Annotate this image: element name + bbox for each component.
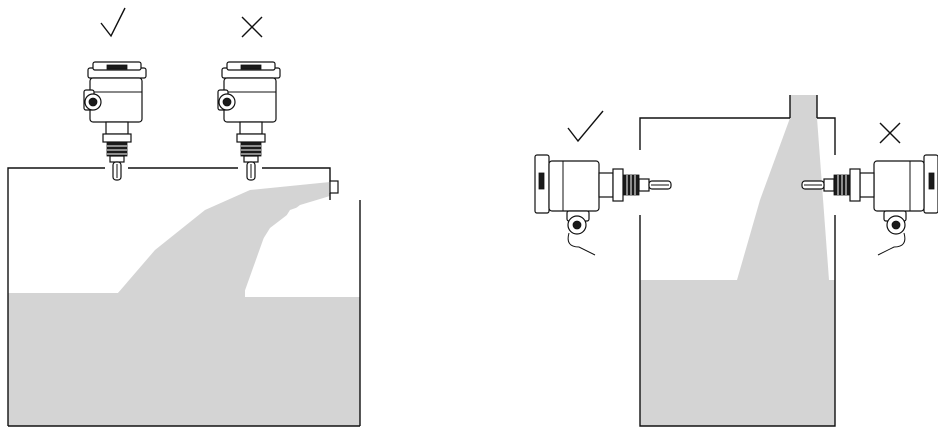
inflow-pipe: [329, 180, 339, 194]
bulk-medium-right: [640, 280, 835, 426]
top-mount-tank-diagram: [7, 167, 361, 427]
side-mount-tank-diagram: [639, 95, 836, 427]
inflow-stream: [118, 182, 330, 296]
pile-gap: [245, 196, 330, 297]
cross-mark-icon: [241, 16, 263, 38]
tank-outline-right: [639, 117, 790, 150]
top-sensor-correct: [83, 61, 147, 181]
check-mark-icon: [567, 110, 604, 143]
check-mark-icon: [100, 7, 126, 38]
inflow-cone: [737, 118, 829, 280]
side-sensor-correct: [534, 154, 672, 256]
bulk-medium: [8, 186, 360, 426]
top-sensor-incorrect: [217, 61, 281, 181]
cross-mark-icon: [879, 122, 901, 144]
tank-outline: [7, 167, 105, 426]
side-sensor-incorrect: [801, 154, 938, 256]
